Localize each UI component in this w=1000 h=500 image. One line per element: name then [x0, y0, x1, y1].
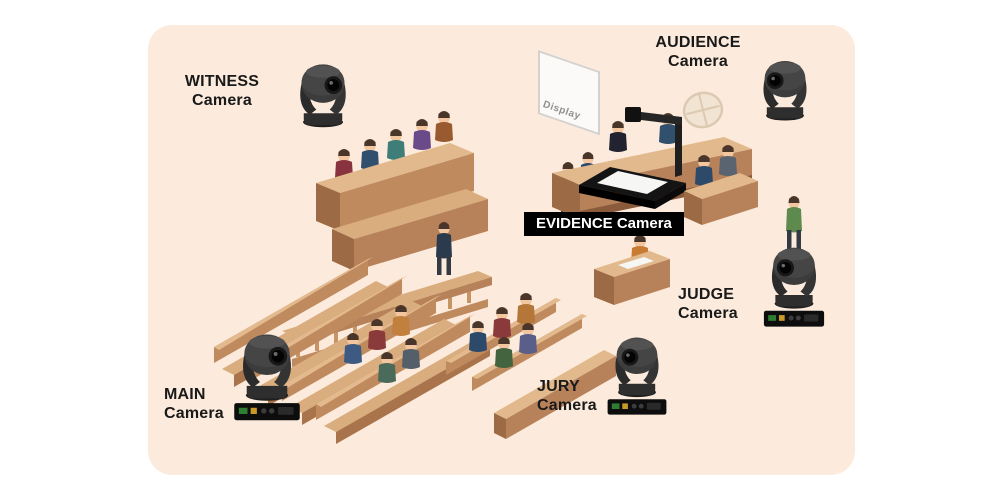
main-camera-icon — [228, 328, 306, 422]
audience-camera-label: AUDIENCE Camera — [638, 33, 758, 71]
evidence-doccam-icon — [579, 107, 686, 209]
main-camera-label-subtitle: Camera — [164, 405, 224, 422]
jury-camera-icon — [602, 332, 672, 416]
evidence-camera-label-title: EVIDENCE Camera — [536, 215, 672, 232]
audience-camera-label-subtitle: Camera — [668, 53, 728, 70]
jury-camera-label-title: JURY — [537, 378, 580, 395]
witness-camera-icon — [286, 58, 360, 130]
witness-camera-label-subtitle: Camera — [192, 92, 252, 109]
main-camera-label-title: MAIN — [164, 386, 206, 403]
wall-clock-icon — [682, 91, 724, 129]
clerk-desk — [594, 235, 670, 305]
jury-box — [446, 293, 616, 439]
main-camera-label: MAIN Camera — [164, 385, 224, 423]
judge-camera-label-title: JUDGE — [678, 286, 735, 303]
witness-camera-label: WITNESS Camera — [158, 72, 286, 110]
jury-camera-label: JURY Camera — [537, 377, 597, 415]
witness-camera-label-title: WITNESS — [184, 73, 260, 90]
side-table-right — [684, 145, 758, 225]
judge-camera-label: JUDGE Camera — [678, 285, 738, 323]
witness-stand — [316, 111, 488, 271]
judge-camera-icon — [758, 242, 830, 328]
audience-camera-icon — [750, 55, 820, 123]
jury-camera-label-subtitle: Camera — [537, 397, 597, 414]
evidence-camera-label: EVIDENCE Camera — [524, 212, 684, 236]
audience-camera-label-title: AUDIENCE — [655, 34, 741, 51]
judge-camera-label-subtitle: Camera — [678, 305, 738, 322]
